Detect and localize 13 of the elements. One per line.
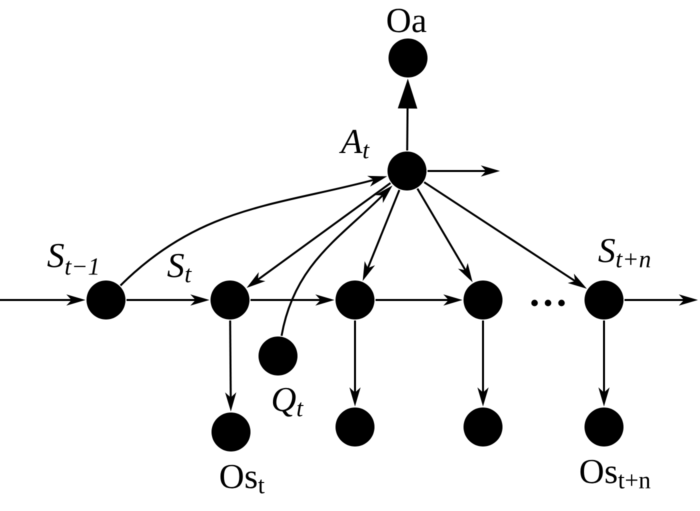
node-label: Q$_{t}$ xyxy=(272,388,304,417)
node-label: Os$_{t}$ xyxy=(220,464,265,494)
node-label: Oa xyxy=(387,8,426,32)
node-circle xyxy=(464,408,502,446)
node-label: S$_{t+n}$ xyxy=(598,238,650,268)
node-circle xyxy=(336,408,374,446)
node-label: S$_{t}$ xyxy=(167,254,192,282)
ellipsis: … xyxy=(531,300,565,306)
node-circle xyxy=(464,280,502,320)
node-label: Os$_{t+n}$ xyxy=(580,460,650,488)
node-label: S$_{t−1}$ xyxy=(47,244,98,275)
node-label: A$_{t}$ xyxy=(339,130,370,158)
node-circle xyxy=(336,280,374,320)
